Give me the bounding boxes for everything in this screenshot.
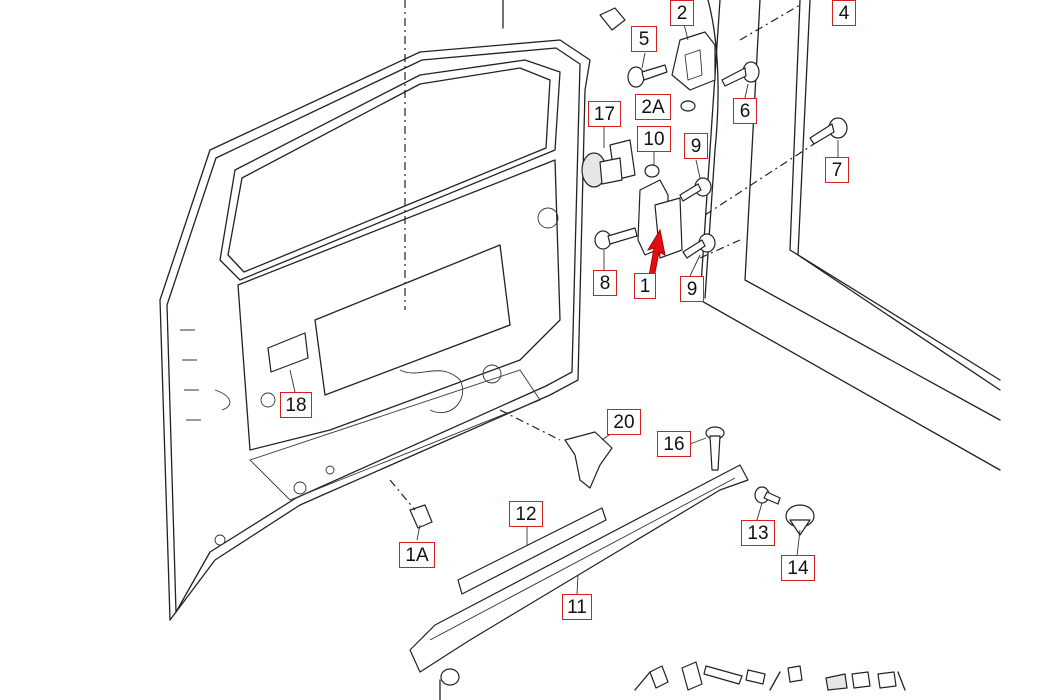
callout-16: 16 xyxy=(657,431,691,457)
bolt-7 xyxy=(809,117,848,145)
hinge-bolt-5 xyxy=(627,64,668,88)
sill-trim-11 xyxy=(409,464,749,673)
body-pillar xyxy=(699,0,1001,471)
callout-9-lower: 9 xyxy=(680,276,704,302)
callout-8: 8 xyxy=(593,270,617,296)
bolt-9-upper xyxy=(679,177,712,202)
callout-20: 20 xyxy=(607,409,641,435)
bracket-20 xyxy=(564,431,613,489)
nut-2a xyxy=(680,100,696,112)
bolt-9-lower xyxy=(682,233,716,259)
callout-5: 5 xyxy=(631,26,657,52)
callout-14: 14 xyxy=(781,555,815,581)
callout-13: 13 xyxy=(741,520,775,546)
door-panel xyxy=(159,0,591,621)
upper-hinge xyxy=(599,7,716,91)
callout-18: 18 xyxy=(280,392,312,418)
seal-strip-12 xyxy=(457,507,607,595)
leader-lines xyxy=(289,19,839,595)
bolt-16 xyxy=(705,426,725,471)
callout-1a: 1A xyxy=(399,542,435,568)
callout-2a: 2A xyxy=(635,94,671,120)
screw-13 xyxy=(754,486,781,505)
bolt-8 xyxy=(594,227,638,250)
callout-10: 10 xyxy=(637,126,671,152)
callout-6: 6 xyxy=(733,98,757,124)
hinge-bolt-6 xyxy=(721,61,760,87)
callout-2: 2 xyxy=(670,0,694,26)
plug-1a xyxy=(409,504,433,529)
callout-1: 1 xyxy=(634,273,656,299)
callout-4: 4 xyxy=(832,0,856,26)
callout-12: 12 xyxy=(509,501,543,527)
callout-11: 11 xyxy=(562,594,592,620)
callout-7: 7 xyxy=(825,157,849,183)
fastener-row xyxy=(439,661,906,700)
callout-9-upper: 9 xyxy=(684,133,708,159)
lower-hinge xyxy=(637,164,683,284)
callout-17: 17 xyxy=(588,101,621,127)
door-check-17 xyxy=(581,139,636,188)
clip-14 xyxy=(785,504,815,536)
